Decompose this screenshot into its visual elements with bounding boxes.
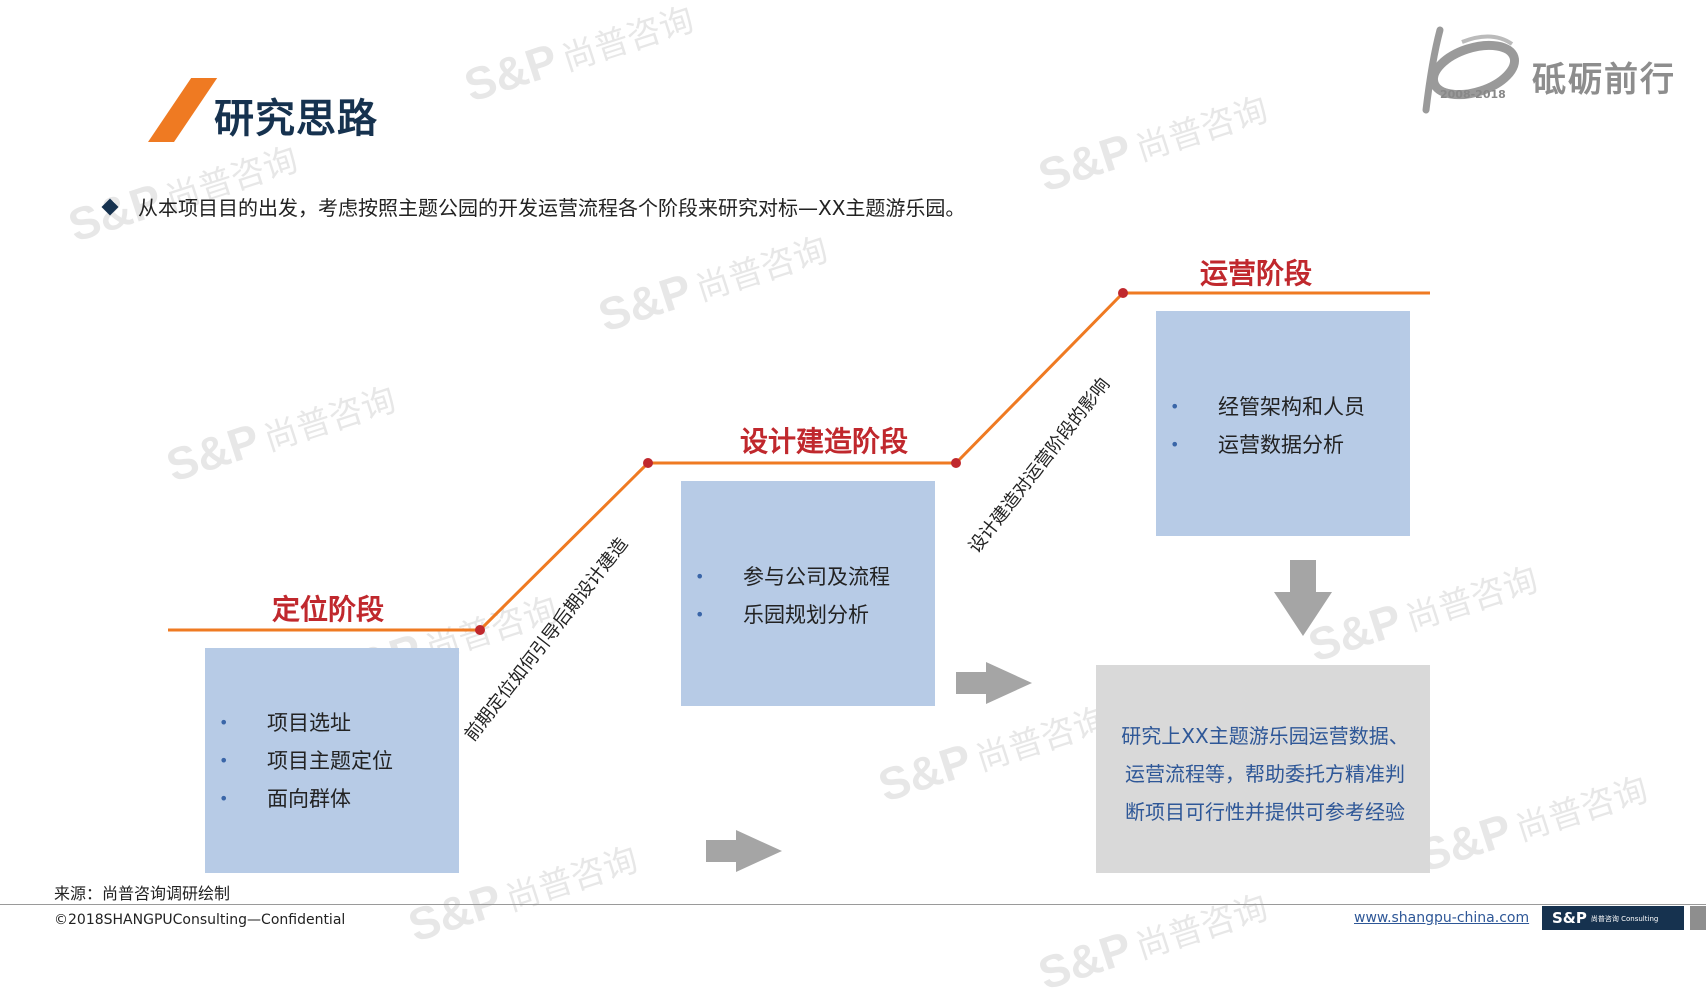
list-item: •参与公司及流程	[681, 558, 890, 596]
step-node	[475, 625, 485, 635]
footer-tab	[1690, 906, 1706, 930]
right-arrow-icon	[956, 662, 1032, 704]
research-result-box: 研究上XX主题游乐园运营数据、 运营流程等，帮助委托方精准判 断项目可行性并提供…	[1096, 665, 1430, 873]
list-item: •经管架构和人员	[1156, 388, 1365, 426]
list-item: •项目主题定位	[205, 742, 393, 780]
step-node	[643, 458, 653, 468]
list-item: •项目选址	[205, 704, 393, 742]
bullet-icon: •	[695, 605, 705, 624]
down-arrow-icon	[1274, 560, 1332, 636]
stage-step-line	[168, 288, 1430, 872]
step-node	[951, 458, 961, 468]
stage-title-design-build: 设计建造阶段	[740, 425, 909, 458]
stage-box-positioning: •项目选址 •项目主题定位 •面向群体	[205, 648, 459, 873]
bullet-icon: •	[219, 713, 229, 732]
stage-title-operation: 运营阶段	[1200, 257, 1313, 290]
list-item: •乐园规划分析	[681, 596, 890, 634]
intro-text: 从本项目目的出发，考虑按照主题公园的开发运营流程各个阶段来研究对标—XX主题游乐…	[101, 192, 965, 221]
stage-box-design-build: •参与公司及流程 •乐园规划分析	[681, 481, 935, 706]
logo-years: 2008-2018	[1440, 88, 1506, 101]
copyright: ©2018SHANGPUConsulting—Confidential	[54, 912, 346, 928]
bullet-icon: •	[219, 751, 229, 770]
list-item: •面向群体	[205, 780, 393, 818]
bullet-icon: •	[1170, 397, 1180, 416]
stage-title-positioning: 定位阶段	[272, 593, 385, 626]
step-node	[1118, 288, 1128, 298]
website-link[interactable]: www.shangpu-china.com	[1354, 910, 1530, 926]
footer-divider	[0, 904, 1706, 905]
list-item: •运营数据分析	[1156, 426, 1365, 464]
bullet-icon: •	[219, 789, 229, 808]
bullet-icon: •	[695, 567, 705, 586]
logo-text: 砥砺前行	[1532, 60, 1676, 100]
right-arrow-icon	[706, 830, 782, 872]
page-title: 研究思路	[214, 96, 378, 142]
source-note: 来源：尚普咨询调研绘制	[54, 884, 231, 903]
result-text: 研究上XX主题游乐园运营数据、 运营流程等，帮助委托方精准判 断项目可行性并提供…	[1121, 724, 1409, 824]
anniversary-logo-icon	[1422, 26, 1520, 114]
bullet-icon: •	[1170, 435, 1180, 454]
stage-box-operation: •经管架构和人员 •运营数据分析	[1156, 311, 1410, 536]
